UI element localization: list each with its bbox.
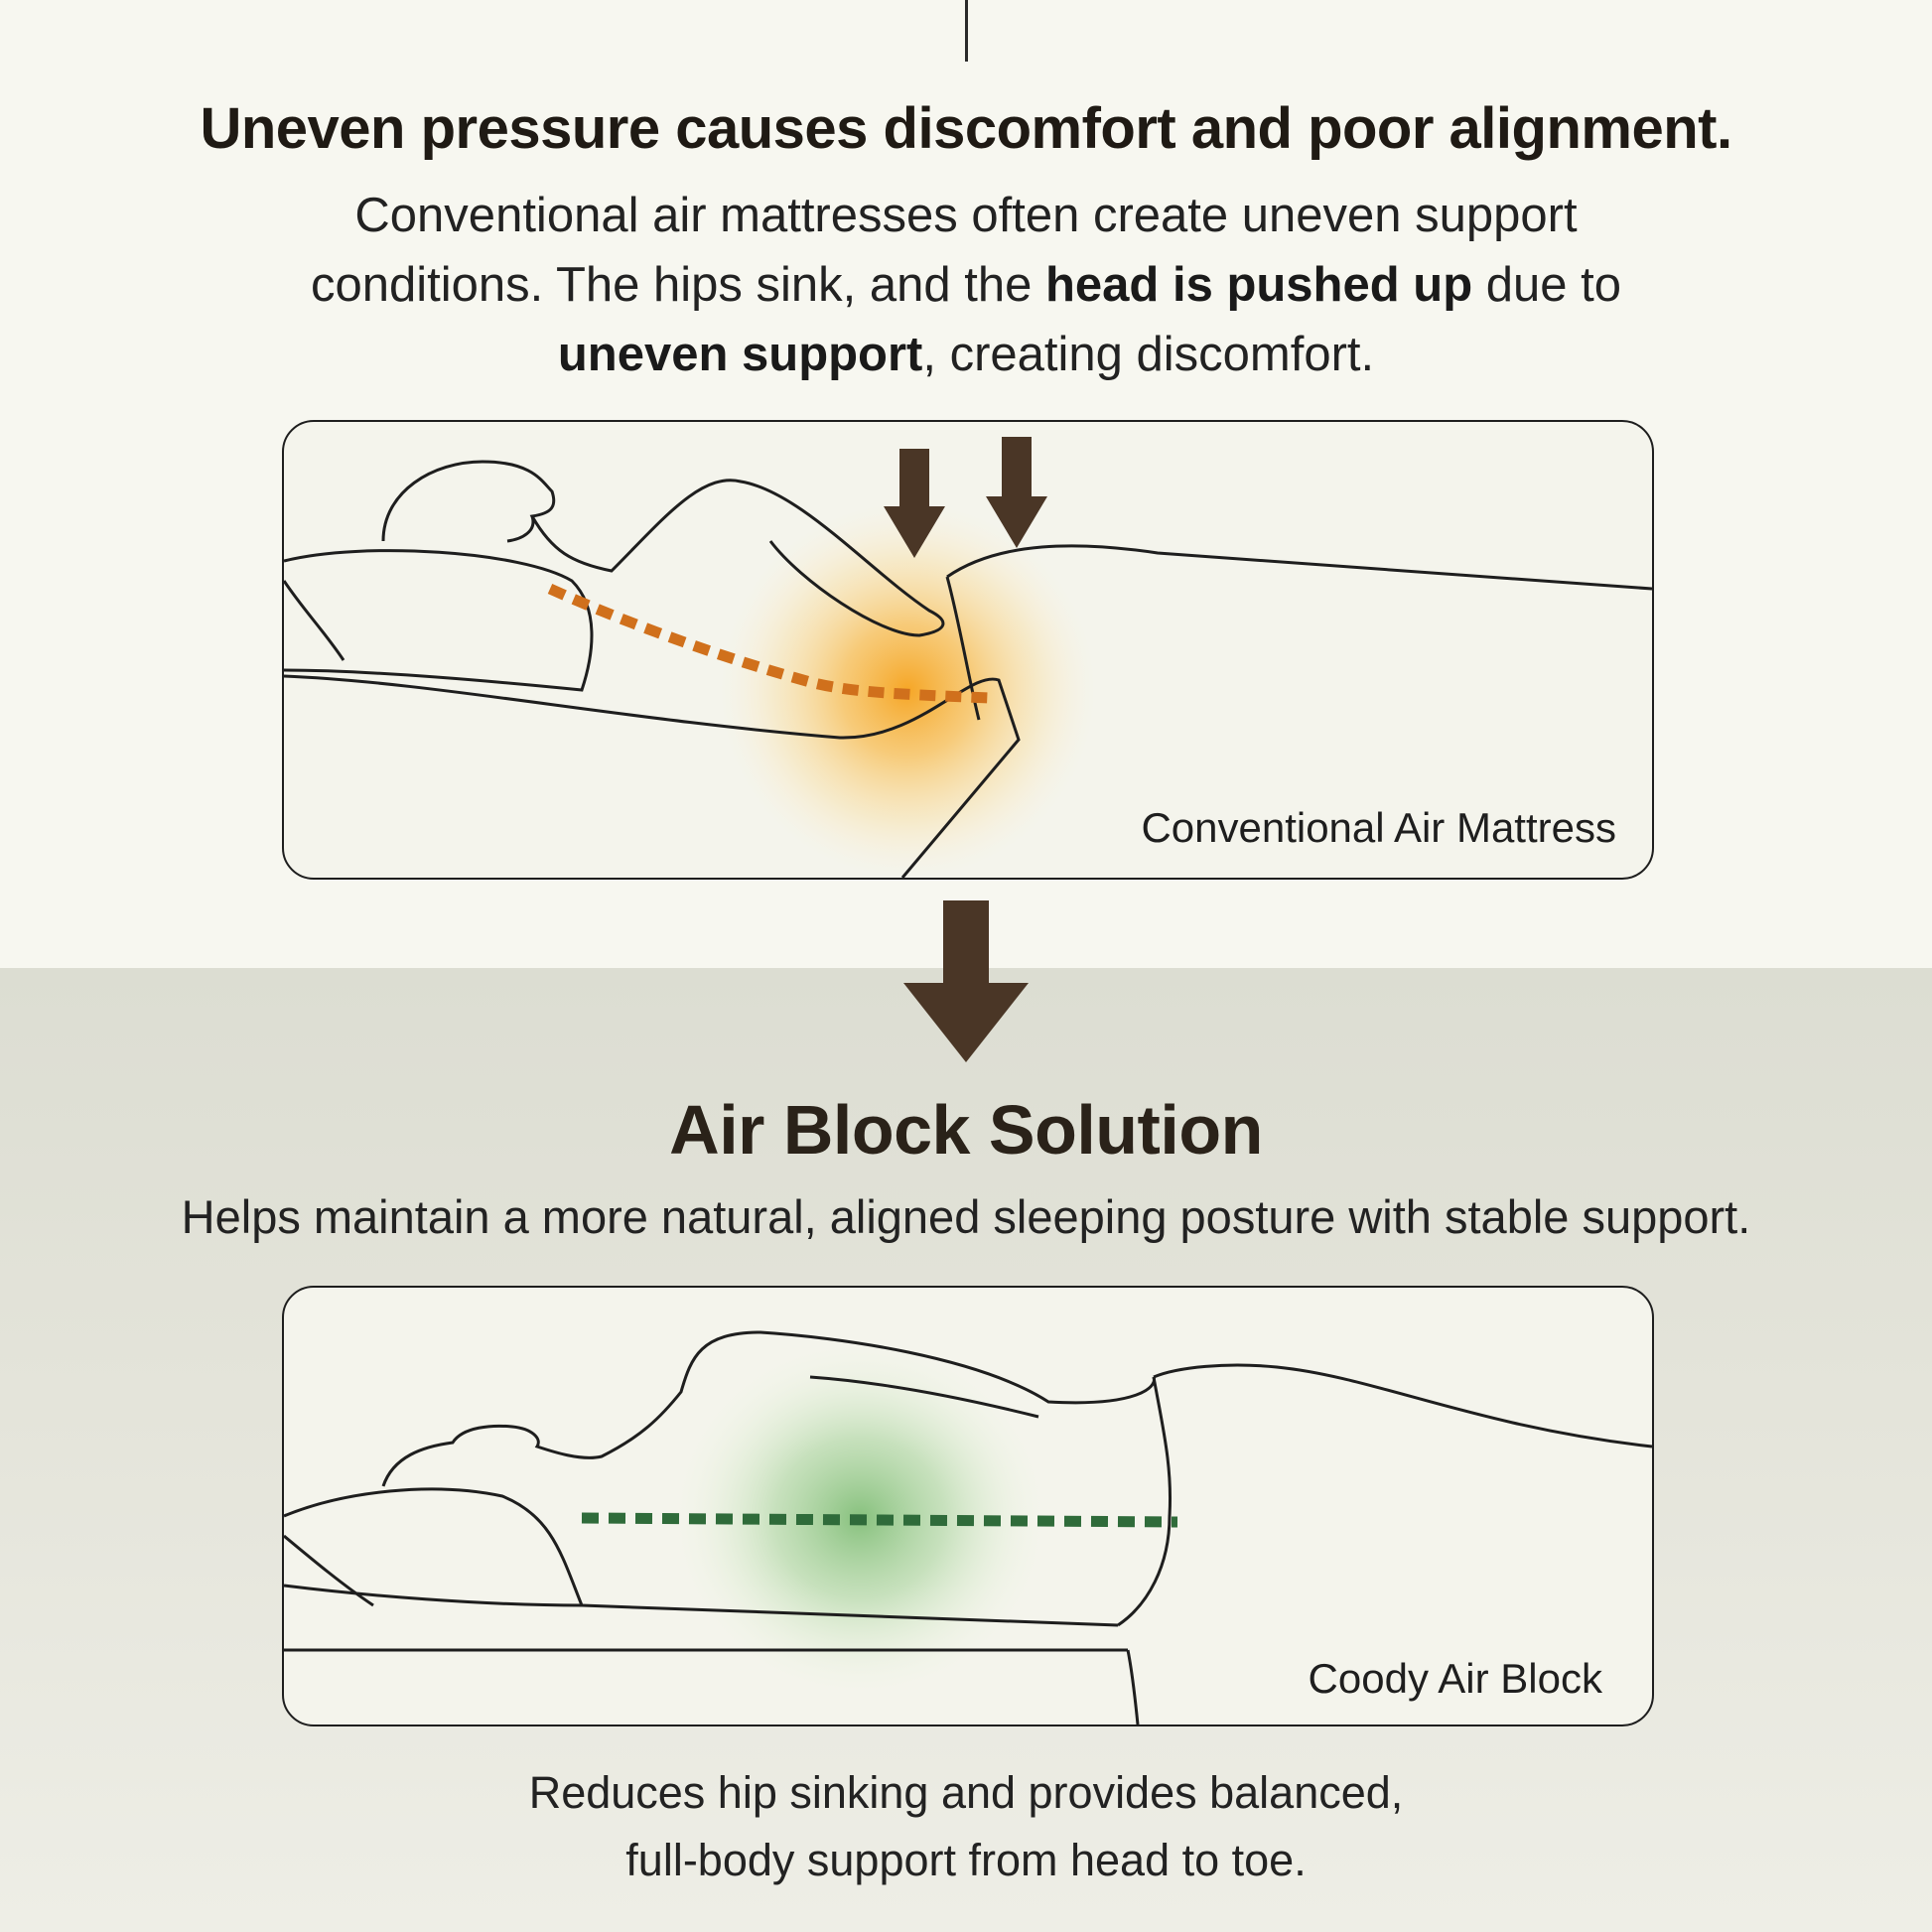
mattress-block-side — [1117, 1376, 1172, 1627]
sleeper-lower-body — [581, 1603, 1119, 1627]
problem-description: Conventional air mattresses often create… — [199, 181, 1733, 389]
sleeper-shoulder — [809, 1375, 1039, 1419]
problem-description-line-3: uneven support, creating discomfort. — [199, 320, 1733, 389]
mattress-front-right — [945, 576, 981, 721]
problem-text: conditions. The hips sink, and the — [310, 258, 1045, 312]
problem-emphasis-support: uneven support — [557, 328, 923, 381]
mattress-front-edge — [1126, 1649, 1140, 1725]
sleeper-body-outline — [381, 460, 945, 637]
spine-line — [581, 1512, 1178, 1528]
sleeper-body-outline — [381, 1330, 1156, 1487]
problem-headline: Uneven pressure causes discomfort and po… — [200, 96, 1732, 161]
top-divider-line — [965, 0, 968, 62]
problem-text: , creating discomfort. — [922, 328, 1375, 381]
pillow-outline — [284, 1487, 585, 1607]
solution-benefit-text: Reduces hip sinking and provides balance… — [0, 1759, 1932, 1894]
problem-emphasis-head: head is pushed up — [1044, 258, 1473, 312]
conventional-mattress-illustration: Conventional Air Mattress — [282, 420, 1654, 880]
pillow-crease — [284, 1534, 374, 1607]
pillow-outline — [284, 549, 594, 692]
air-block-illustration-svg — [284, 1330, 1652, 1725]
benefit-line-2: full-body support from head to toe. — [625, 1835, 1307, 1885]
air-block-label: Coody Air Block — [1308, 1655, 1602, 1702]
solution-title: Air Block Solution — [669, 1091, 1263, 1169]
solution-subtitle: Helps maintain a more natural, aligned s… — [181, 1190, 1751, 1243]
spine-curve — [547, 583, 992, 704]
mattress-outline — [284, 674, 1021, 878]
mattress-block-top — [1153, 1363, 1652, 1449]
sleeper-neck — [506, 515, 535, 543]
mattress-top-right — [946, 544, 1652, 591]
benefit-line-1: Reduces hip sinking and provides balance… — [528, 1767, 1404, 1818]
conventional-mattress-label: Conventional Air Mattress — [1141, 804, 1616, 851]
problem-description-line-1: Conventional air mattresses often create… — [354, 189, 1578, 242]
problem-description-line-2: conditions. The hips sink, and the head … — [199, 250, 1733, 320]
problem-text: due to — [1472, 258, 1622, 312]
conventional-illustration-svg — [284, 460, 1652, 878]
air-block-illustration: Coody Air Block — [282, 1286, 1654, 1726]
pillow-crease — [284, 580, 345, 661]
